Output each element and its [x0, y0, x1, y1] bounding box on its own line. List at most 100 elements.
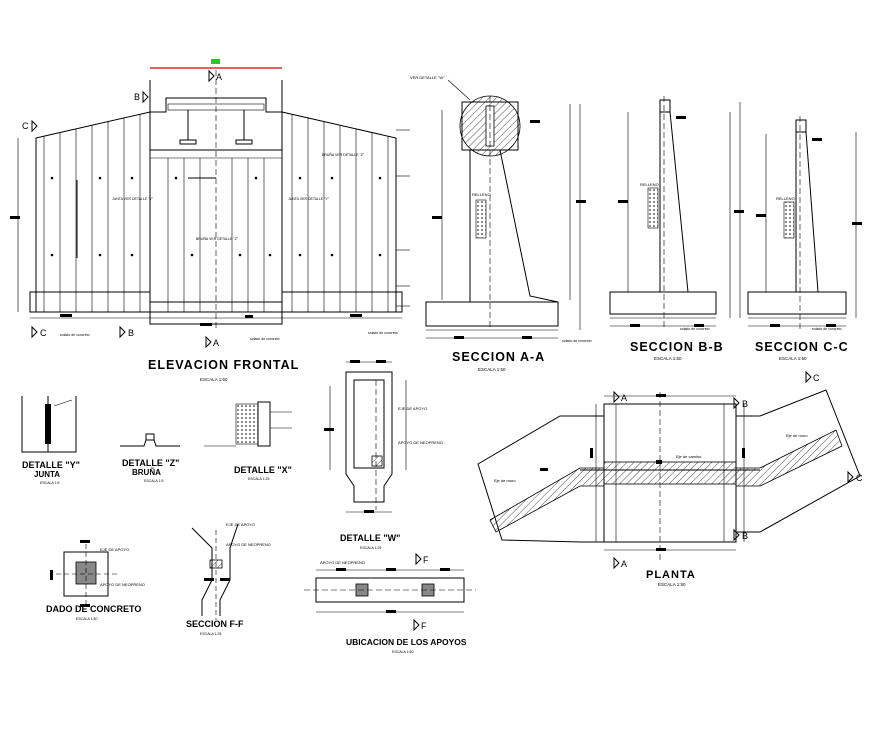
section-mark-b-planta-bottom: B	[733, 528, 748, 542]
section-mark-f-bottom: F	[413, 618, 427, 632]
label-apoyo-ff: APOYO DE NEOPRENO	[226, 542, 271, 547]
note-solado-b: solado de concreto	[680, 327, 710, 331]
section-mark-a-planta-top: A	[613, 390, 627, 404]
svg-text:B: B	[742, 399, 748, 409]
relleno-fill-b	[647, 187, 659, 229]
title-seccion-b-b: SECCION B-B	[630, 340, 724, 354]
note-bruna-right: BRUÑA VER DETALLE "Z"	[322, 152, 365, 157]
detalle-w: EJE DE APOYO APOYO DE NEOPRENO DETALLE "…	[324, 360, 443, 550]
svg-text:A: A	[213, 338, 219, 348]
relleno-fill-c	[783, 201, 795, 239]
label-relleno-a: RELLENO	[472, 192, 491, 197]
section-mark-c-bottom: C	[31, 325, 47, 339]
planta-deck	[603, 461, 737, 485]
title-seccion-c-c: SECCION C-C	[755, 340, 849, 354]
note-solado-c: solado de concreto	[812, 327, 842, 331]
scale-detalle-z: ESCALA 1:5	[144, 479, 164, 483]
title-elevacion-frontal: ELEVACION FRONTAL	[148, 358, 299, 372]
note-solado-left: solado de concreto	[60, 333, 90, 337]
note-solado-a: solado de concreto	[562, 339, 592, 343]
svg-text:C: C	[856, 473, 863, 483]
scale-dado-de-concreto: ESCALA 1:50	[76, 617, 97, 621]
relleno-fill-a	[475, 199, 487, 239]
title-detalle-z: DETALLE "Z"	[122, 458, 179, 468]
section-mark-b-bottom: B	[119, 325, 134, 339]
svg-text:F: F	[423, 555, 429, 565]
note-junta-left: JUNTA VER DETALLE "Y"	[112, 197, 154, 201]
seccion-a-a: RELLENO VER DETALLE "W" solado de concre…	[410, 75, 592, 372]
svg-text:B: B	[134, 92, 140, 102]
label-relleno-c: RELLENO	[776, 196, 795, 201]
scale-detalle-x: ESCALA 1:25	[248, 477, 269, 481]
seccion-c-c: RELLENO solado de concreto SECCION C-C E…	[747, 116, 862, 361]
label-apoyo-w: APOYO DE NEOPRENO	[398, 440, 443, 445]
svg-text:F: F	[421, 621, 427, 631]
section-mark-b-top: B	[134, 90, 149, 104]
subtitle-detalle-y: JUNTA	[34, 470, 60, 479]
label-apoyo-ubicacion: APOYO DE NEOPRENO	[320, 560, 365, 565]
svg-text:A: A	[621, 559, 627, 569]
title-detalle-y: DETALLE "Y"	[22, 460, 80, 470]
label-eje-dado: EJE DE APOYO	[100, 547, 129, 552]
planta: Eje de camino Eje de muro Eje de muro A …	[477, 370, 863, 587]
subtitle-detalle-z: BRUÑA	[132, 468, 161, 477]
scale-seccion-c-c: ESCALA 1:50	[779, 356, 807, 361]
central-abutment	[149, 149, 283, 313]
scale-seccion-a-a: ESCALA 1:50	[478, 367, 506, 372]
scale-detalle-y: ESCALA 1:5	[40, 481, 60, 485]
label-eje-ff: EJE DE APOYO	[226, 522, 255, 527]
svg-text:A: A	[216, 72, 222, 82]
section-mark-a-top: A	[208, 69, 222, 83]
section-mark-a-planta-bottom: A	[613, 556, 627, 570]
title-seccion-f-f: SECCION F-F	[186, 619, 244, 629]
scale-detalle-w: ESCALA 1:25	[360, 546, 381, 550]
section-mark-b-planta-top: B	[733, 396, 748, 410]
label-eje-muro-left: Eje de muro	[494, 478, 516, 483]
section-mark-f-top: F	[415, 552, 429, 566]
svg-text:B: B	[742, 531, 748, 541]
note-junta-right: JUNTA VER DETALLE "Y"	[288, 197, 330, 201]
left-wingwall	[35, 111, 151, 313]
svg-text:C: C	[813, 373, 820, 383]
label-eje-camino: Eje de camino	[676, 454, 702, 459]
left-footing	[29, 291, 151, 313]
section-mark-c-top: C	[22, 119, 38, 133]
title-seccion-a-a: SECCION A-A	[452, 350, 545, 364]
green-marker	[211, 59, 220, 64]
label-eje-w: EJE DE APOYO	[398, 406, 427, 411]
label-apoyo-dado: APOYO DE NEOPRENO	[100, 582, 145, 587]
right-wingwall	[281, 111, 397, 313]
detalle-y: DETALLE "Y" JUNTA ESCALA 1:5	[21, 396, 80, 485]
note-solado-right: solado de concreto	[368, 331, 398, 335]
svg-text:A: A	[621, 393, 627, 403]
dado-de-concreto: EJE DE APOYO APOYO DE NEOPRENO DADO DE C…	[46, 540, 145, 621]
scale-ubicacion: ESCALA 1:50	[392, 650, 413, 654]
right-footing	[281, 291, 403, 313]
detalle-x: DETALLE "X" ESCALA 1:25	[204, 401, 292, 481]
elevacion-frontal: A B C C B A BRUÑA VER DETALLE "Z" JUNTA …	[10, 59, 410, 382]
center-footing	[149, 301, 283, 325]
label-eje-muro-right: Eje de muro	[786, 433, 808, 438]
note-bruna-center: BRUÑA VER DETALLE "Z"	[196, 236, 239, 241]
note-solado-center: solado de concreto	[250, 337, 280, 341]
section-mark-c-planta-bottom: C	[847, 470, 863, 484]
seccion-f-f: EJE DE APOYO APOYO DE NEOPRENO SECCION F…	[186, 522, 271, 636]
scale-elevacion-frontal: ESCALA 1:50	[200, 377, 228, 382]
section-mark-a-bottom: A	[205, 335, 219, 349]
title-ubicacion: UBICACION DE LOS APOYOS	[346, 637, 467, 647]
svg-text:B: B	[128, 328, 134, 338]
label-relleno-b: RELLENO	[640, 182, 659, 187]
title-detalle-x: DETALLE "X"	[234, 465, 292, 475]
scale-seccion-f-f: ESCALA 1:25	[200, 632, 221, 636]
svg-text:C: C	[40, 328, 47, 338]
seccion-b-b: RELLENO solado de concreto SECCION B-B E…	[609, 96, 744, 361]
title-detalle-w: DETALLE "W"	[340, 533, 400, 543]
detalle-z: DETALLE "Z" BRUÑA ESCALA 1:5	[120, 433, 180, 483]
scale-planta: ESCALA 1:50	[658, 582, 686, 587]
svg-text:C: C	[22, 121, 29, 131]
label-ver-detalle-w: VER DETALLE "W"	[410, 75, 445, 80]
scale-seccion-b-b: ESCALA 1:50	[654, 356, 682, 361]
ubicacion-de-los-apoyos: F F APOYO DE NEOPRENO UBICACION DE LOS A…	[304, 552, 476, 654]
title-dado-de-concreto: DADO DE CONCRETO	[46, 604, 141, 614]
